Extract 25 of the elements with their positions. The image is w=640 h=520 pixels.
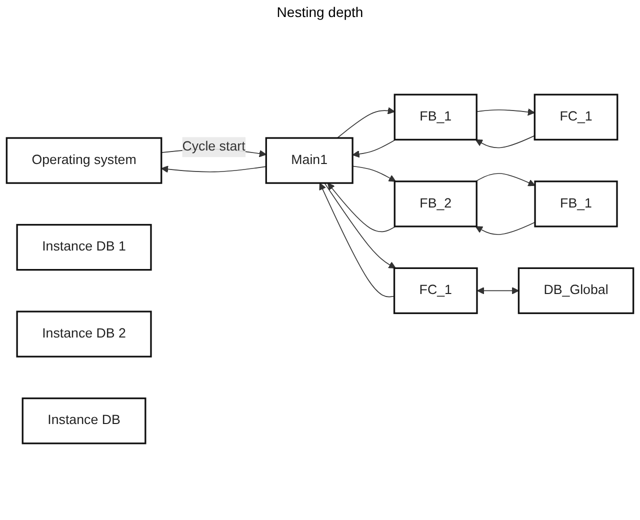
node-box: Main1 bbox=[265, 137, 354, 184]
arrow bbox=[161, 166, 267, 173]
arrow bbox=[475, 173, 536, 186]
arrow bbox=[336, 107, 395, 138]
arrow bbox=[352, 166, 396, 182]
arrow bbox=[475, 135, 536, 148]
arrow bbox=[327, 182, 396, 232]
node-box: FB_2 bbox=[394, 180, 478, 228]
node-box: FB_1 bbox=[394, 94, 478, 141]
arrow bbox=[324, 182, 396, 268]
dimension-label: Nesting depth bbox=[276, 4, 364, 20]
arrow bbox=[352, 139, 396, 158]
node-box: Instance DB bbox=[22, 398, 146, 444]
node-box: FC_1 bbox=[534, 94, 618, 141]
edge-label: Cycle start bbox=[182, 140, 246, 154]
arrow bbox=[319, 182, 395, 298]
node-box: Instance DB 2 bbox=[16, 310, 152, 358]
node-box: Operating system bbox=[6, 137, 162, 184]
arrow bbox=[476, 108, 535, 116]
node-box: DB_Global bbox=[518, 267, 634, 314]
node-box: FB_1 bbox=[534, 180, 618, 228]
arrow bbox=[476, 287, 520, 294]
node-box: FC_1 bbox=[393, 267, 478, 314]
arrow bbox=[475, 222, 536, 235]
node-box: Instance DB 1 bbox=[16, 224, 152, 271]
